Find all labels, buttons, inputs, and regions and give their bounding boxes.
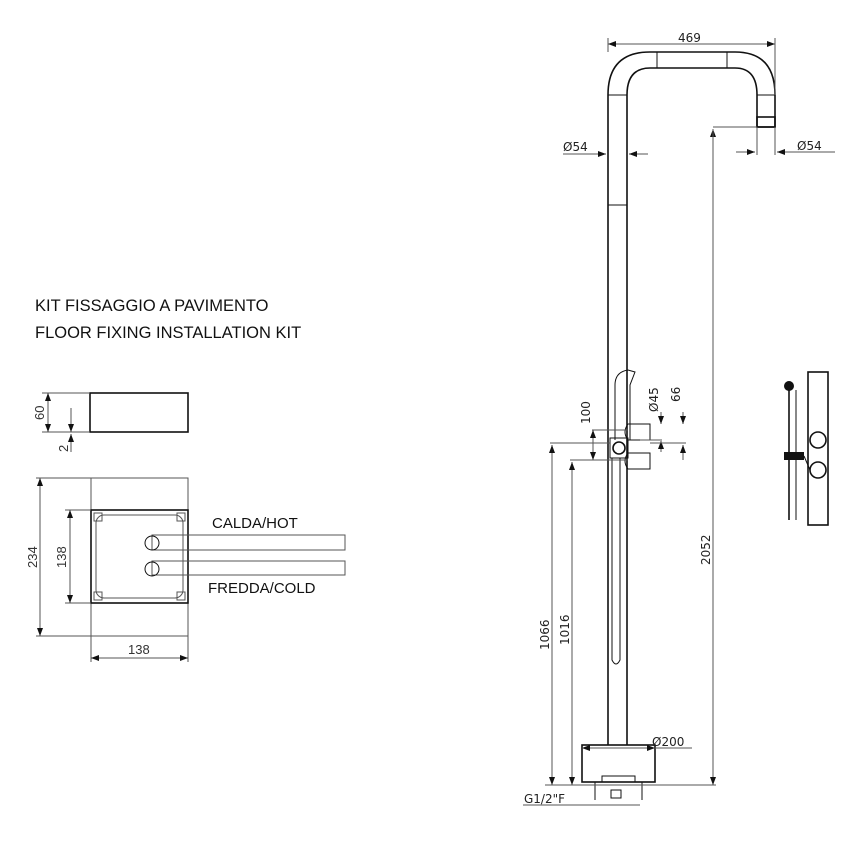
dim-60: 60 — [32, 406, 47, 420]
dim-1066: 1066 — [538, 619, 552, 650]
dim-100: 100 — [579, 401, 593, 424]
dim-2: 2 — [56, 445, 71, 452]
dim-connection: G1/2"F — [524, 792, 565, 806]
kit-plan-view: CALDA/HOT FREDDA/COLD 234 138 138 — [25, 477, 346, 662]
shower-side-view — [784, 371, 829, 526]
kit-side-view: 60 2 — [32, 392, 189, 452]
dim-2052: 2052 — [699, 534, 713, 565]
dim-138-inner: 138 — [54, 546, 69, 568]
hot-inlet — [144, 535, 160, 551]
dim-pipe-right: Ø54 — [797, 139, 822, 153]
shower-head — [756, 116, 776, 128]
dim-469: 469 — [678, 31, 701, 45]
cold-label: FREDDA/COLD — [208, 580, 316, 597]
dim-66: 66 — [669, 387, 683, 402]
cold-inlet — [144, 561, 160, 577]
floor-kit: KIT FISSAGGIO A PAVIMENTO FLOOR FIXING I… — [25, 297, 346, 662]
dim-1016: 1016 — [558, 614, 572, 645]
dim-base-diam: Ø200 — [652, 735, 684, 749]
hot-label: CALDA/HOT — [212, 515, 298, 532]
dim-234: 234 — [25, 546, 40, 568]
kit-title-it: KIT FISSAGGIO A PAVIMENTO — [35, 297, 269, 315]
dim-handle-diam: Ø45 — [647, 387, 661, 412]
dim-pipe-left: Ø54 — [563, 140, 588, 154]
shower-column: 469 Ø54 Ø54 2052 100 Ø45 66 1066 1016 Ø2… — [523, 31, 835, 806]
kit-title-en: FLOOR FIXING INSTALLATION KIT — [35, 324, 301, 342]
dim-138-width: 138 — [128, 642, 150, 657]
